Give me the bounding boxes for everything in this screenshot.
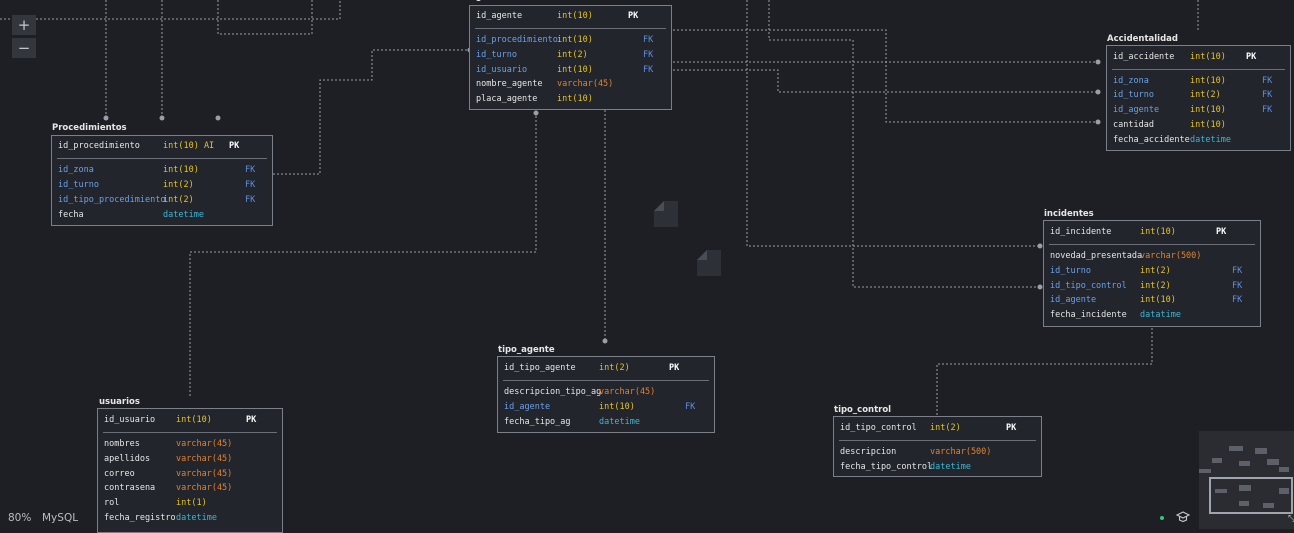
table-title-agentes: agentes xyxy=(470,0,509,2)
table-tipo-control[interactable]: id_tipo_control int(2) PK descripcion va… xyxy=(833,416,1042,477)
table-row: fecha_accidente datetime xyxy=(1113,135,1231,145)
table-procedimientos[interactable]: id_procedimiento int(10) AI PK id_zona i… xyxy=(51,135,273,226)
table-row: id_usuario int(10) FK xyxy=(476,65,654,75)
table-row: id_turno int(2) FK xyxy=(58,180,256,190)
table-row: id_zona int(10) FK xyxy=(1113,76,1273,86)
table-row: descripcion varchar(500) xyxy=(840,447,992,457)
table-accidentalidad[interactable]: id_accidente int(10) PK id_zona int(10) … xyxy=(1106,45,1291,151)
note-icon[interactable] xyxy=(654,201,678,227)
minimap-viewport[interactable] xyxy=(1209,477,1293,514)
table-title-accidentalidad: Accidentalidad xyxy=(1107,34,1179,44)
table-row: fecha_incidente datatime xyxy=(1050,310,1181,320)
table-row: id_turno int(2) FK xyxy=(476,50,654,60)
table-row: id_agente int(10) FK xyxy=(1050,295,1243,305)
table-row: descripcion_tipo_ag varchar(45) xyxy=(504,387,656,397)
table-row: fecha datetime xyxy=(58,210,204,220)
table-tipo-agente[interactable]: id_tipo_agente int(2) PK descripcion_tip… xyxy=(497,356,715,433)
table-row: id_zona int(10) FK xyxy=(58,165,256,175)
table-row: id_agente int(10) FK xyxy=(1113,105,1273,115)
resize-icon[interactable]: ⤡ xyxy=(1288,514,1294,524)
table-usuarios[interactable]: id_usuario int(10) PK nombres varchar(45… xyxy=(97,408,283,533)
graduation-cap-icon[interactable] xyxy=(1175,510,1191,524)
table-title-usuarios: usuarios xyxy=(99,397,140,407)
table-row: id_procedimiento int(10) FK xyxy=(476,35,654,45)
table-row-pk: id_procedimiento int(10) AI PK xyxy=(58,141,240,151)
table-row: contrasena varchar(45) xyxy=(104,483,233,493)
database-engine[interactable]: MySQL xyxy=(42,512,79,524)
table-row: novedad_presentada varchar(500) xyxy=(1050,251,1202,261)
table-row: id_agente int(10) FK xyxy=(504,402,696,412)
table-title-tipo-agente: tipo_agente xyxy=(498,345,555,355)
table-row: placa_agente int(10) xyxy=(476,94,593,104)
table-row-pk: id_agente int(10) PK xyxy=(476,11,639,21)
table-row-pk: id_usuario int(10) PK xyxy=(104,415,257,425)
table-row: fecha_tipo_ag datetime xyxy=(504,417,640,427)
table-agentes[interactable]: id_agente int(10) PK id_procedimiento in… xyxy=(469,5,672,110)
table-title-incidentes: incidentes xyxy=(1044,209,1094,219)
table-row: id_tipo_control int(2) FK xyxy=(1050,281,1243,291)
table-row: id_turno int(2) FK xyxy=(1050,266,1243,276)
table-title-tipo-control: tipo_control xyxy=(834,405,892,415)
table-row: id_tipo_procedimiento int(2) FK xyxy=(58,195,256,205)
table-row-pk: id_tipo_control int(2) PK xyxy=(840,423,1017,433)
table-row: correo varchar(45) xyxy=(104,469,233,479)
table-row: fecha_tipo_control datetime xyxy=(840,462,971,472)
status-dot xyxy=(1160,516,1164,520)
table-row-pk: id_incidente int(10) PK xyxy=(1050,227,1227,237)
table-row: rol int(1) xyxy=(104,498,207,508)
table-row: nombres varchar(45) xyxy=(104,439,233,449)
table-row: id_turno int(2) FK xyxy=(1113,90,1273,100)
minimap[interactable] xyxy=(1199,431,1294,529)
zoom-level: 80% xyxy=(8,512,32,524)
table-row: fecha_registro datetime xyxy=(104,513,217,523)
table-row: apellidos varchar(45) xyxy=(104,454,233,464)
table-row-pk: id_accidente int(10) PK xyxy=(1113,52,1257,62)
zoom-out-button[interactable]: − xyxy=(12,38,36,58)
table-row-pk: id_tipo_agente int(2) PK xyxy=(504,363,680,373)
zoom-in-button[interactable]: + xyxy=(12,15,36,35)
table-incidentes[interactable]: id_incidente int(10) PK novedad_presenta… xyxy=(1043,220,1261,327)
note-icon[interactable] xyxy=(697,250,721,276)
table-title-procedimientos: Procedimientos xyxy=(52,123,127,133)
table-row: nombre_agente varchar(45) xyxy=(476,79,614,89)
table-row: cantidad int(10) xyxy=(1113,120,1226,130)
